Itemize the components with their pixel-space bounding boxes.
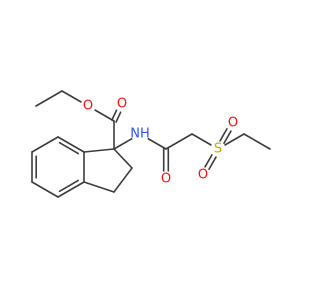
- bond-a_c_carbonyl_amide-a_ch2_alpha: [165, 133, 193, 150]
- atom-label-a_o_carbonyl_ester: O: [117, 97, 127, 112]
- atom-label-a_s_sulfonyl: S: [214, 142, 222, 157]
- bond-a_s_sulfonyl-a_o_sulfonyl_bottom: [204, 153, 213, 168]
- bond-a_o_ether-a_c_carbonyl_ester: [94, 109, 115, 122]
- bond-a_s_sulfonyl-a_o_sulfonyl_bottom-second: [208, 156, 217, 171]
- atom-background-a_s_sulfonyl: [210, 141, 226, 157]
- atom-label-a_o_ether: O: [83, 99, 93, 114]
- bond-a_c5-a_c4: [31, 181, 59, 198]
- atom-label-a_o_sulfonyl_top: O: [228, 116, 238, 131]
- atom-background-a_o_ether: [80, 98, 96, 114]
- bond-a_ch2_ester-a_o_ether: [61, 90, 82, 103]
- bond-a_c_carbonyl_ester-a_o_carbonyl_ester-second: [111, 109, 118, 121]
- bond-a_c3a-a_c3: [83, 181, 115, 193]
- bond-a_c7a-a_c7-inner: [58, 141, 80, 155]
- bond-a_c3-a_c2: [113, 167, 133, 193]
- bond-a_c7a-a_c7: [57, 136, 85, 153]
- bond-a_s_sulfonyl-a_o_sulfonyl_top-second: [219, 127, 228, 142]
- bonds-layer: [31, 90, 271, 198]
- atom-background-a_o_sulfonyl_bottom: [195, 167, 211, 183]
- bond-a_c4-a_c3a-inner: [58, 179, 80, 193]
- bond-a_c4-a_c3a: [57, 181, 85, 198]
- atom-background-a_n_amide: [131, 125, 149, 143]
- bond-a_c1_quaternary-a_n_amide: [113, 137, 134, 150]
- bond-a_c7-a_c6: [31, 136, 59, 153]
- bond-a_s_sulfonyl-a_o_sulfonyl_top: [223, 130, 232, 145]
- atom-background-a_o_sulfonyl_top: [225, 115, 241, 131]
- bond-a_c1_quaternary-a_c7a: [83, 148, 115, 153]
- atom-label-a_o_sulfonyl_bottom: O: [198, 168, 208, 183]
- bond-a_c2-a_c1_quaternary: [113, 148, 133, 169]
- bond-a_ch3_ester-a_ch2_ester: [35, 90, 63, 107]
- bond-a_s_sulfonyl-a_ch2_ethyl: [224, 133, 245, 146]
- bond-a_c_carbonyl_ester-a_o_carbonyl_ester: [115, 111, 122, 123]
- atom-label-a_o_carbonyl_amide: O: [161, 172, 171, 187]
- atom-background-a_o_carbonyl_amide: [158, 171, 174, 187]
- atom-label-a_n_amide: NH: [130, 127, 150, 142]
- bond-a_n_amide-a_c_carbonyl_amide: [146, 137, 167, 150]
- bond-a_ch2_ethyl-a_ch3_ethyl: [243, 133, 271, 150]
- atom-background-a_o_carbonyl_ester: [114, 96, 130, 112]
- bond-a_ch2_alpha-a_s_sulfonyl: [191, 133, 212, 146]
